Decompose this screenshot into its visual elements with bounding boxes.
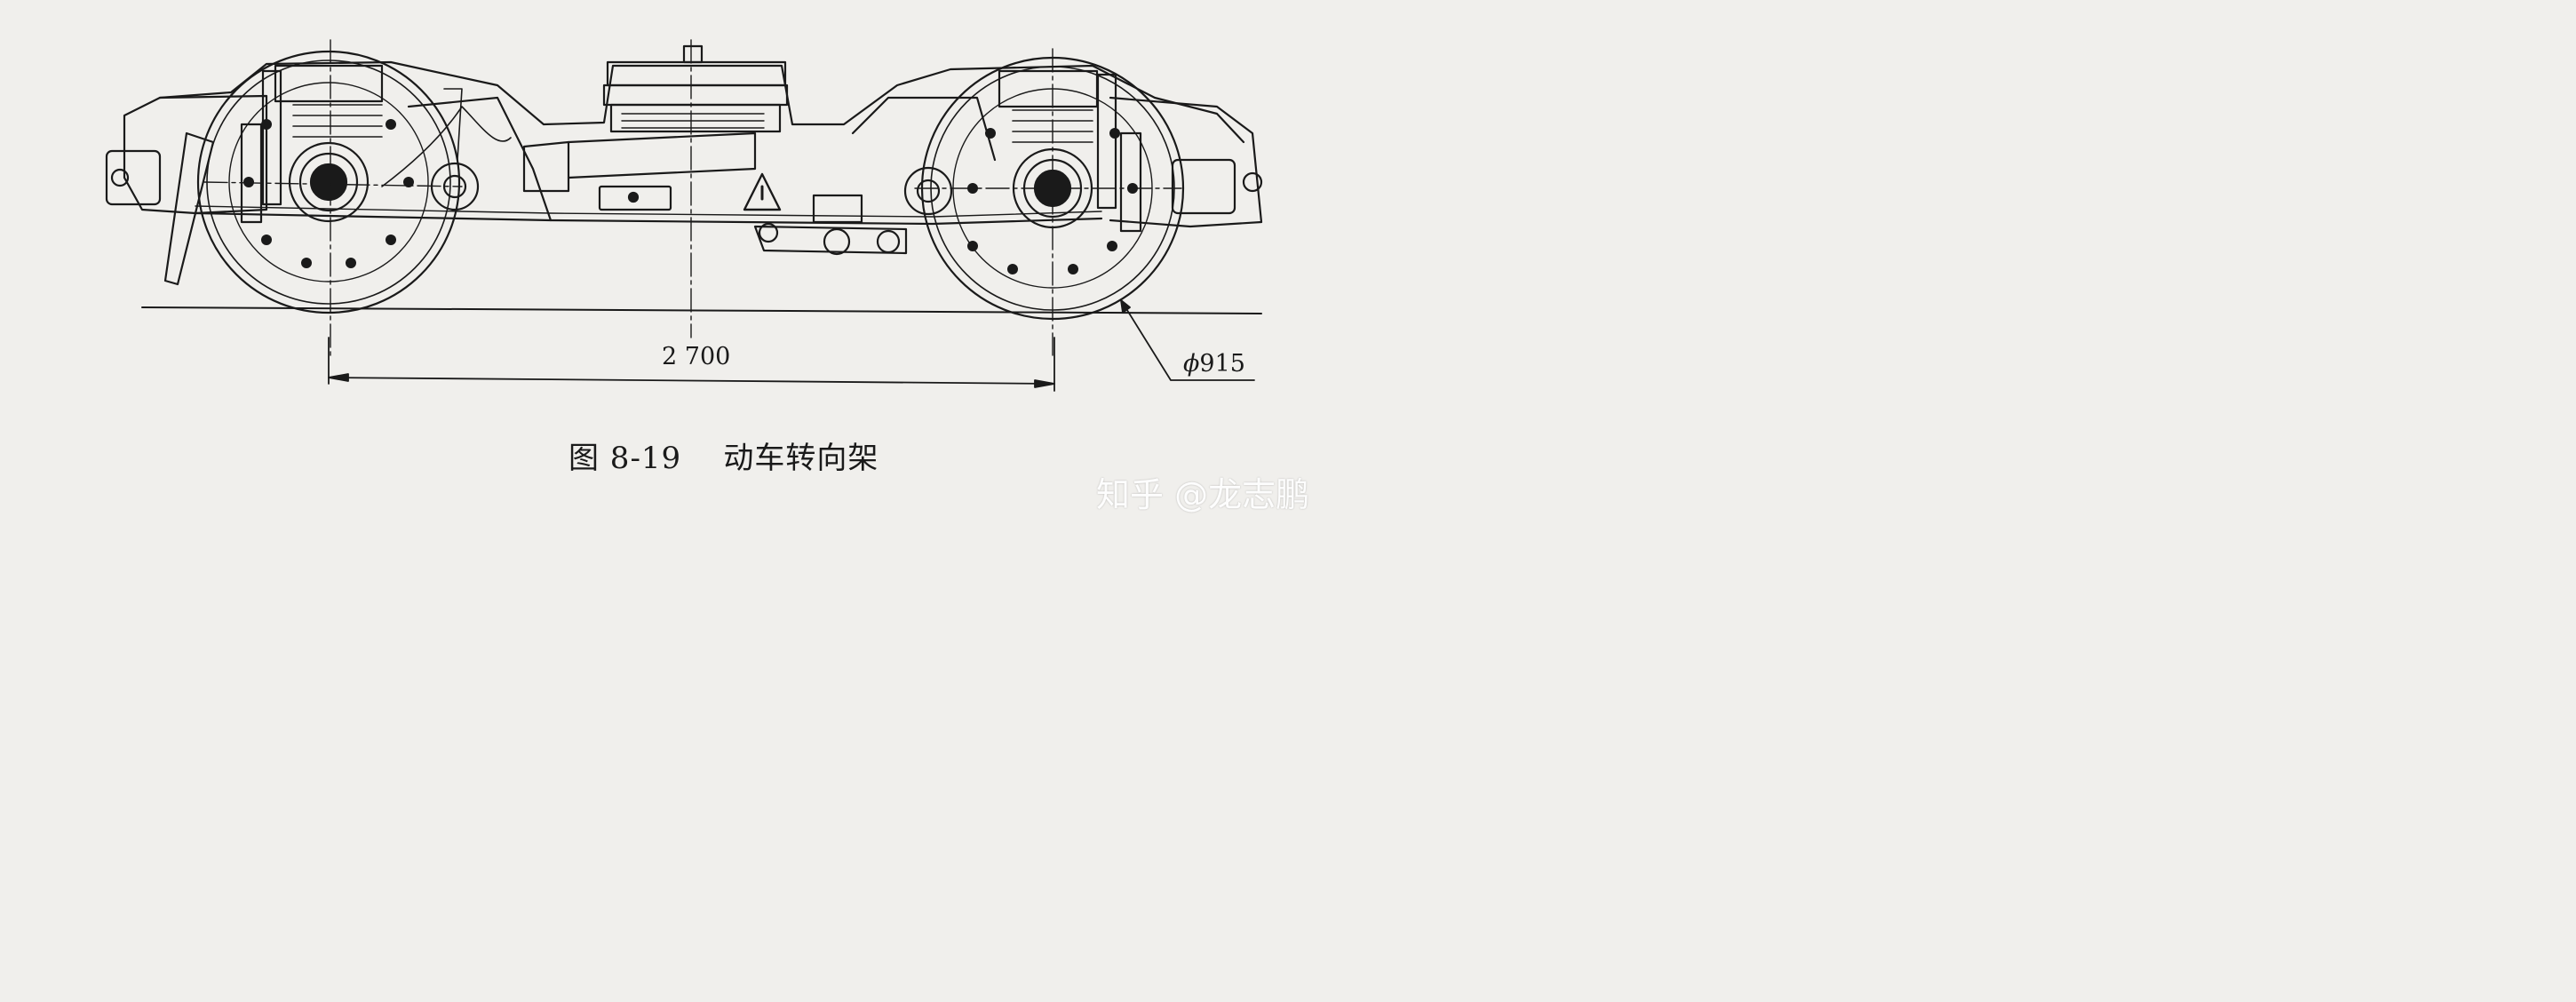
center-lines [203,39,1182,356]
rail-line [141,306,1262,314]
warning-triangle-icon [743,172,782,211]
wheelbase-label: 2 700 [662,343,731,370]
wheelbase-dimension-line [328,337,1055,392]
wheel-diameter-leader [1120,299,1255,381]
bogie-frame [105,60,1263,286]
bogie-drawing [105,39,1263,392]
left-wheelset [196,50,461,314]
right-wheel-bolts [967,128,1138,274]
figure-caption: 图 8-19 动车转向架 [568,441,879,476]
center-bolster [381,44,953,256]
left-axle-box [288,141,370,223]
figure-page: 2 700 ϕ915 图 8-19 动车转向架 知乎 @龙志鹏 [0,0,1393,542]
left-wheel-outer [196,50,461,314]
wheel-diameter-label: ϕ915 [1183,350,1245,378]
watermark: 知乎 @龙志鹏 [1096,475,1310,514]
diameter-symbol: ϕ [1183,350,1200,378]
diameter-value: 915 [1199,350,1245,378]
